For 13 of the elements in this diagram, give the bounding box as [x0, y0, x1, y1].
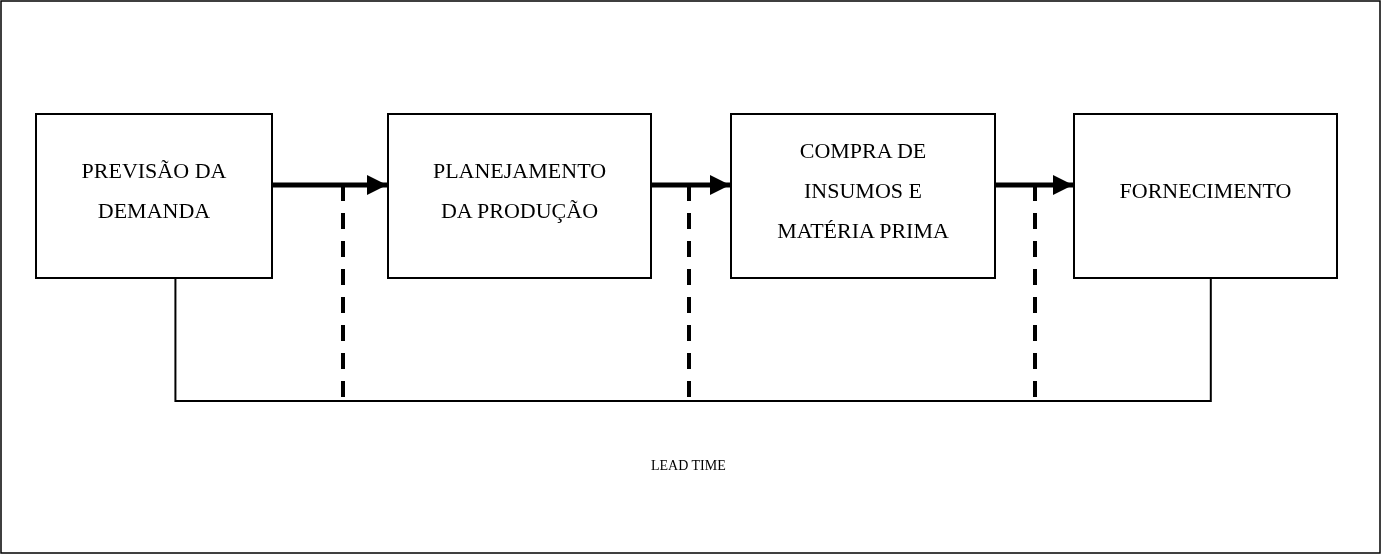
arrow [273, 175, 387, 195]
process-box [35, 113, 273, 279]
arrow [996, 175, 1073, 195]
bracket-line [174, 278, 1212, 402]
note-label: LEAD TIME [651, 458, 726, 474]
box-label: COMPRA DE INSUMOS E MATÉRIA PRIMA [776, 137, 950, 245]
box-label: PREVISÃO DA DEMANDA [80, 157, 228, 225]
process-box [1073, 113, 1338, 279]
arrow [652, 175, 730, 195]
process-box [387, 113, 652, 279]
box-label: FORNECIMENTO [1119, 177, 1292, 205]
process-box [730, 113, 996, 279]
box-label: PLANEJAMENTO DA PRODUÇÃO [431, 157, 608, 225]
